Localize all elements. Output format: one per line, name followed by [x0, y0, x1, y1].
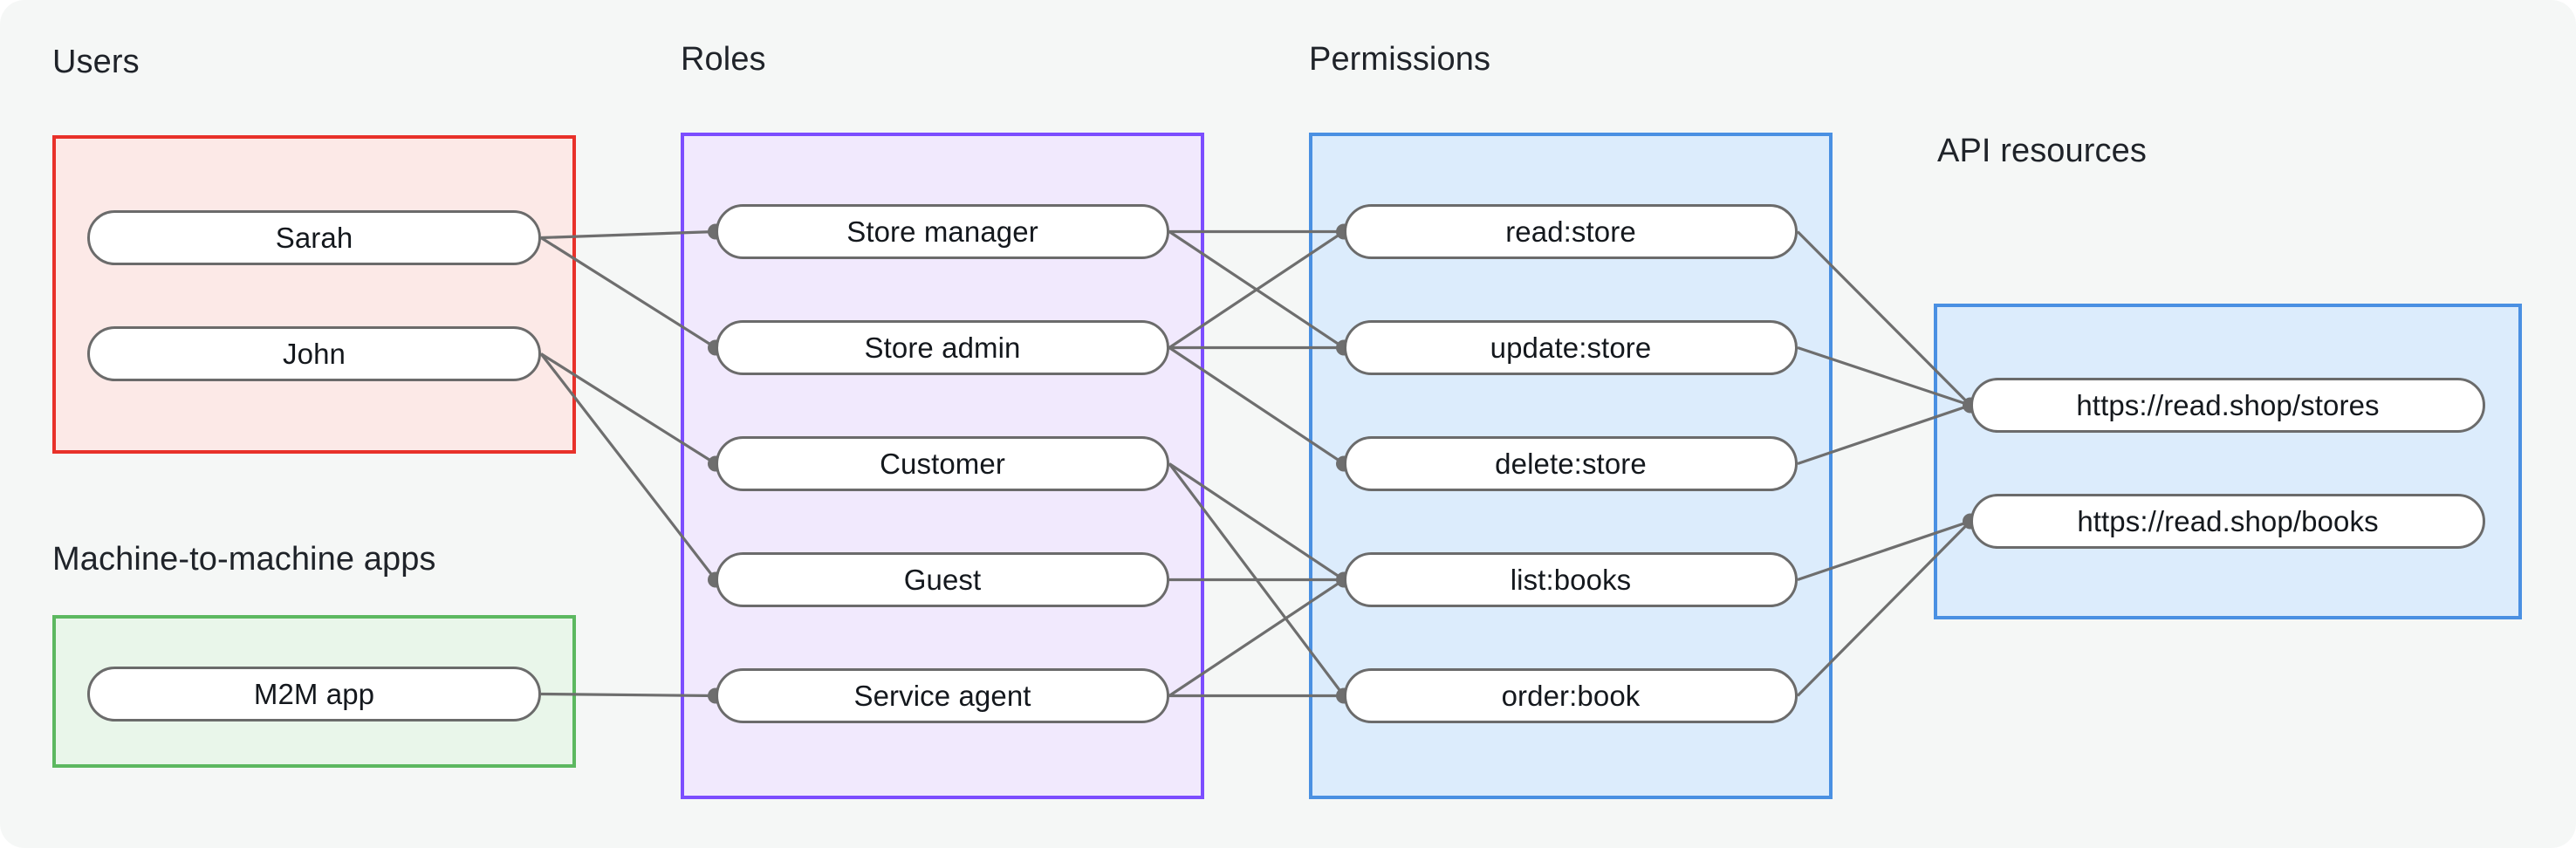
node-m2mapp[interactable]: M2M app — [87, 667, 541, 721]
node-update-store[interactable]: update:store — [1344, 320, 1798, 375]
group-title-roles: Roles — [681, 41, 766, 78]
node-api-books[interactable]: https://read.shop/books — [1970, 494, 2485, 549]
group-title-users: Users — [52, 44, 140, 80]
group-title-api: API resources — [1937, 133, 2147, 169]
node-service-agent[interactable]: Service agent — [716, 668, 1169, 723]
node-guest[interactable]: Guest — [716, 552, 1169, 607]
node-customer[interactable]: Customer — [716, 436, 1169, 491]
node-john[interactable]: John — [87, 326, 541, 381]
group-box-api — [1934, 304, 2522, 619]
node-sarah[interactable]: Sarah — [87, 210, 541, 265]
node-store-manager[interactable]: Store manager — [716, 204, 1169, 259]
node-read-store[interactable]: read:store — [1344, 204, 1798, 259]
group-title-perms: Permissions — [1309, 41, 1491, 78]
node-list-books[interactable]: list:books — [1344, 552, 1798, 607]
node-order-book[interactable]: order:book — [1344, 668, 1798, 723]
node-delete-store[interactable]: delete:store — [1344, 436, 1798, 491]
group-box-users — [52, 135, 576, 454]
node-store-admin[interactable]: Store admin — [716, 320, 1169, 375]
node-api-stores[interactable]: https://read.shop/stores — [1970, 378, 2485, 433]
group-title-m2m: Machine-to-machine apps — [52, 541, 436, 578]
